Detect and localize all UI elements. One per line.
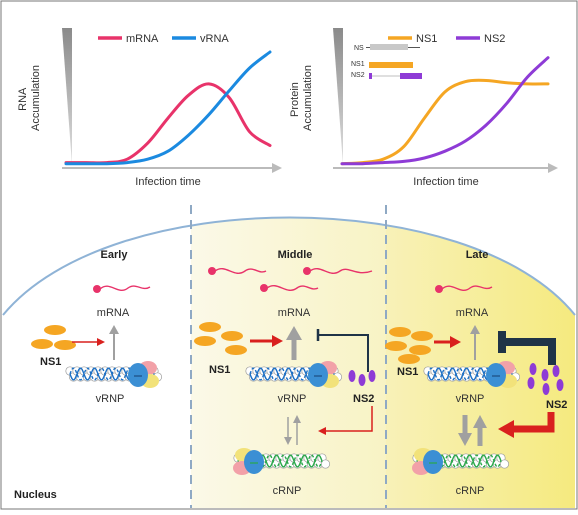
splice-inset: NS NS1 NS2 [351, 44, 422, 79]
np-subunit [499, 459, 510, 469]
series-line-vrna [64, 50, 272, 166]
vrnp-label: vRNP [278, 393, 307, 405]
nucleus-envelope [2, 216, 576, 316]
phase-middle: Middle mRNA NS1 [194, 249, 376, 497]
activation-arrow [434, 336, 461, 348]
phase-title: Late [466, 249, 489, 261]
x-axis-label: Infection time [135, 176, 200, 188]
splice-ns1-label: NS1 [351, 61, 365, 68]
activation-arrow [72, 338, 105, 346]
splice-ns-box [370, 44, 408, 50]
y-axis-label-line2: Accumulation [302, 65, 314, 131]
rna-accumulation-chart: RNA Accumulation Infection time mRNA vRN… [17, 28, 282, 188]
mrna-molecule [260, 284, 319, 292]
splice-ns-label: NS [354, 45, 364, 52]
crnp-complex [412, 448, 510, 475]
protein-accumulation-chart: Protein Accumulation Infection time NS1 … [289, 28, 558, 188]
splice-ns2-label: NS2 [351, 72, 365, 79]
y-axis-label-line2: Accumulation [30, 65, 42, 131]
legend: NS1 NS2 [388, 33, 505, 45]
legend-label-vrna: vRNA [200, 33, 229, 45]
y-axis-label: Protein Accumulation [289, 65, 314, 131]
pb2-subunit [128, 363, 148, 387]
phase-title: Middle [278, 249, 313, 261]
series-line-ns1 [340, 78, 550, 166]
mrna-label: mRNA [456, 307, 489, 319]
rna-strand [237, 454, 323, 468]
series-line-ns2 [340, 56, 550, 166]
pb2-subunit [486, 363, 506, 387]
y-axis-label: RNA Accumulation [17, 65, 42, 131]
ns2-proteins [527, 363, 564, 395]
pb2-subunit [244, 450, 264, 474]
splice-ns2-exon1 [369, 73, 372, 79]
replication-arrows [284, 415, 301, 445]
mrna-label: mRNA [278, 307, 311, 319]
ns2-label: NS2 [353, 393, 374, 405]
legend-label-ns2: NS2 [484, 33, 505, 45]
ns2-proteins [348, 370, 376, 386]
crnp-label: cRNP [456, 485, 485, 497]
splice-ns1-box [369, 62, 413, 68]
y-axis-label-line1: Protein [289, 82, 301, 117]
ns1-proteins [194, 322, 247, 355]
transcription-arrow [470, 325, 480, 360]
mrna-label: mRNA [97, 307, 130, 319]
vrnp-complex [245, 361, 343, 388]
x-axis-arrow [272, 163, 282, 173]
replication-arrows [458, 415, 487, 446]
phase-title: Early [101, 249, 129, 261]
legend-label-mrna: mRNA [126, 33, 159, 45]
legend-label-ns1: NS1 [416, 33, 437, 45]
ns2-inhibition [316, 329, 369, 372]
vrnp-complex [65, 361, 163, 388]
activation-arrow [250, 335, 283, 347]
ns2-label: NS2 [546, 399, 567, 411]
mrna-molecule [208, 267, 267, 275]
nucleus-label: Nucleus [14, 489, 57, 501]
y-gradient-wedge [62, 28, 72, 165]
ns1-label: NS1 [397, 366, 418, 378]
ns2-activation-arrow [498, 412, 555, 438]
transcription-arrow [109, 325, 119, 360]
rna-strand [416, 454, 502, 468]
ns1-label: NS1 [40, 356, 61, 368]
ns2-inhibition [498, 331, 556, 365]
y-axis-label-line1: RNA [17, 87, 29, 111]
crnp-complex [233, 448, 331, 475]
splice-ns2-exon2 [400, 73, 422, 79]
x-axis-label: Infection time [413, 176, 478, 188]
phase-early: Early mRNA NS1 vRNP [31, 249, 163, 405]
crnp-label: cRNP [273, 485, 302, 497]
y-gradient-wedge [333, 28, 343, 165]
x-axis-arrow [548, 163, 558, 173]
ns1-proteins [31, 325, 76, 350]
phase-late: Late mRNA NS1 [385, 249, 567, 497]
transcription-arrow [286, 326, 302, 360]
mrna-molecule [435, 285, 493, 293]
vrnp-label: vRNP [456, 393, 485, 405]
vrnp-label: vRNP [96, 393, 125, 405]
vrnp-complex [423, 361, 521, 388]
ns1-label: NS1 [209, 364, 230, 376]
mrna-molecule [93, 285, 151, 293]
pb2-subunit [308, 363, 328, 387]
np-subunit [320, 459, 331, 469]
ns2-activation-arrow [318, 406, 373, 435]
mrna-molecule [303, 267, 373, 275]
ns1-proteins [385, 327, 433, 364]
pb2-subunit [423, 450, 443, 474]
legend: mRNA vRNA [98, 33, 229, 45]
